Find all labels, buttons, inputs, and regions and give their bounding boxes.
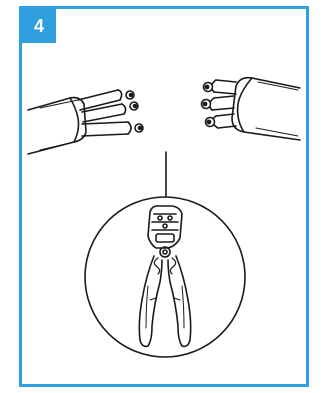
right-cable-icon (200, 76, 301, 141)
step-number-badge: 4 (22, 9, 56, 43)
left-cable-icon (27, 89, 144, 155)
wire-stripper-icon (84, 196, 246, 358)
